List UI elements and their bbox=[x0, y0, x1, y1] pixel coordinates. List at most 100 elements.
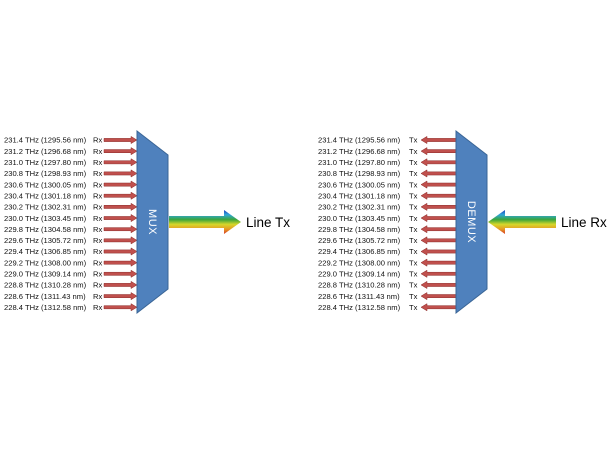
channel-wavelength: (1309.14 nm) bbox=[41, 270, 87, 279]
channel-frequency: 228.6 THz bbox=[318, 292, 353, 301]
demux-channel-arrow bbox=[420, 269, 457, 278]
demux-block-label: DEMUX bbox=[465, 201, 477, 243]
port-direction-tag: Tx bbox=[409, 180, 418, 189]
channel-frequency: 230.6 THz bbox=[318, 180, 353, 189]
demux-channel-arrow bbox=[420, 180, 457, 189]
demux-channel-arrow bbox=[420, 225, 457, 234]
demux-channel-row: 229.0 THz(1309.14 nm)Tx bbox=[318, 269, 457, 279]
channel-frequency: 230.2 THz bbox=[4, 203, 39, 212]
port-direction-tag: Rx bbox=[93, 225, 102, 234]
port-direction-tag: Tx bbox=[409, 203, 418, 212]
port-direction-tag: Tx bbox=[409, 247, 418, 256]
mux-channel-arrow bbox=[103, 303, 138, 312]
channel-wavelength: (1297.80 nm) bbox=[41, 158, 87, 167]
channel-wavelength: (1308.00 nm) bbox=[41, 258, 87, 267]
channel-frequency: 229.2 THz bbox=[4, 258, 39, 267]
mux-channel-row: 230.6 THz(1300.05 nm)Rx bbox=[4, 180, 138, 189]
mux-channel-row: 228.4 THz(1312.58 nm) Rx bbox=[4, 303, 138, 312]
channel-wavelength: (1301.18 nm) bbox=[355, 191, 401, 200]
demux-channel-row: 230.2 THz(1302.31 nm)Tx bbox=[318, 202, 457, 212]
mux-channel-arrow bbox=[103, 236, 138, 245]
mux-channel-arrow bbox=[103, 191, 138, 200]
channel-wavelength: (1298.93 nm) bbox=[355, 169, 401, 178]
demux-channel-row: 231.4 THz(1295.56 nm)Tx bbox=[318, 135, 457, 145]
port-direction-tag: Rx bbox=[93, 247, 102, 256]
channel-wavelength: (1304.58 nm) bbox=[41, 225, 87, 234]
port-direction-tag: Tx bbox=[409, 158, 418, 167]
demux-block bbox=[455, 129, 488, 315]
port-direction-tag: Tx bbox=[409, 292, 418, 301]
channel-frequency: 228.6 THz bbox=[4, 292, 39, 301]
channel-frequency: 228.4 THz bbox=[318, 303, 353, 312]
channel-wavelength: (1303.45 nm) bbox=[355, 214, 401, 223]
port-direction-tag: Rx bbox=[93, 169, 102, 178]
demux-channel-arrow bbox=[420, 147, 457, 156]
mux-channel-arrow bbox=[103, 280, 138, 289]
channel-wavelength: (1295.56 nm) bbox=[355, 136, 401, 145]
channel-wavelength: (1312.58 nm) bbox=[41, 303, 87, 312]
port-direction-tag: Rx bbox=[93, 158, 102, 167]
port-direction-tag: Tx bbox=[409, 147, 418, 156]
demux-line-rx-arrow bbox=[488, 210, 556, 234]
channel-wavelength: (1310.28 nm) bbox=[41, 281, 87, 290]
demux-channel-row: 229.2 THz(1308.00 nm)Tx bbox=[318, 258, 457, 267]
port-direction-tag: Rx bbox=[93, 203, 102, 212]
channel-wavelength: (1297.80 nm) bbox=[355, 158, 401, 167]
mux-channel-row: 229.8 THz(1304.58 nm)Rx bbox=[4, 225, 138, 234]
demux-channel-row: 228.8 THz(1310.28 nm)Tx bbox=[318, 281, 457, 290]
mux-channel-arrow bbox=[103, 292, 138, 301]
port-direction-tag: Rx bbox=[93, 292, 102, 301]
channel-frequency: 228.4 THz bbox=[4, 303, 39, 312]
demux-channel-row: 231.0 THz(1297.80 nm)Tx bbox=[318, 158, 457, 167]
channel-frequency: 231.2 THz bbox=[318, 147, 353, 156]
demux-channel-arrow bbox=[420, 247, 457, 256]
channel-wavelength: (1300.05 nm) bbox=[355, 180, 401, 189]
mux-channel-row: 231.0 THz(1297.80 nm)Rx bbox=[4, 158, 138, 167]
channel-frequency: 229.6 THz bbox=[4, 236, 39, 245]
channel-frequency: 230.8 THz bbox=[318, 169, 353, 178]
port-direction-tag: Rx bbox=[93, 281, 102, 290]
mux-channel-arrow bbox=[103, 202, 138, 211]
port-direction-tag: Tx bbox=[409, 236, 418, 245]
mux-channel-row: 229.0 THz(1309.14 nm)Rx bbox=[4, 270, 138, 279]
demux-channel-row: 231.2 THz(1296.68 nm)Tx bbox=[318, 147, 457, 156]
port-direction-tag: Tx bbox=[409, 191, 418, 200]
mux-channel-arrow bbox=[103, 214, 138, 223]
channel-wavelength: (1306.85 nm) bbox=[41, 247, 87, 256]
demux-channel-row: 230.6 THz(1300.05 nm) Tx bbox=[318, 180, 457, 189]
demux-channel-row: 230.0 THz(1303.45 nm)Tx bbox=[318, 214, 457, 223]
demux-channel-arrow bbox=[420, 236, 457, 245]
port-direction-tag: Tx bbox=[409, 258, 418, 267]
channel-wavelength: (1305.72 nm) bbox=[355, 236, 401, 245]
channel-wavelength: (1295.56 nm) bbox=[41, 136, 87, 145]
channel-wavelength: (1311.43 nm) bbox=[41, 292, 86, 301]
port-direction-tag: Rx bbox=[93, 303, 102, 312]
port-direction-tag: Rx bbox=[93, 191, 102, 200]
channel-frequency: 229.4 THz bbox=[318, 247, 353, 256]
channel-frequency: 230.4 THz bbox=[4, 191, 39, 200]
demux-channel-arrow bbox=[420, 202, 457, 211]
port-direction-tag: Tx bbox=[409, 303, 418, 312]
demux-channel-arrow bbox=[420, 292, 457, 301]
mux-channel-arrow bbox=[103, 135, 138, 145]
channel-frequency: 230.0 THz bbox=[318, 214, 353, 223]
mux-channel-row: 229.6 THz(1305.72 nm)Rx bbox=[4, 236, 138, 245]
channel-wavelength: (1306.85 nm) bbox=[355, 247, 401, 256]
channel-frequency: 231.4 THz bbox=[4, 136, 39, 145]
channel-wavelength: (1308.00 nm) bbox=[355, 258, 401, 267]
demux-channel-arrow bbox=[420, 135, 457, 145]
channel-frequency: 230.6 THz bbox=[4, 180, 39, 189]
port-direction-tag: Rx bbox=[93, 270, 102, 279]
mux-channel-arrow bbox=[103, 169, 138, 178]
channel-wavelength: (1310.28 nm) bbox=[355, 281, 401, 290]
mux-channel-row: 230.4 THz(1301.18 nm)Rx bbox=[4, 191, 138, 200]
channel-frequency: 231.4 THz bbox=[318, 136, 353, 145]
demux-channel-row: 230.4 THz(1301.18 nm)Tx bbox=[318, 191, 457, 200]
port-direction-tag: Rx bbox=[93, 236, 102, 245]
channel-wavelength: (1311.43 nm) bbox=[355, 292, 400, 301]
demux-channel-arrow bbox=[420, 158, 457, 167]
mux-channel-arrow bbox=[103, 180, 138, 189]
